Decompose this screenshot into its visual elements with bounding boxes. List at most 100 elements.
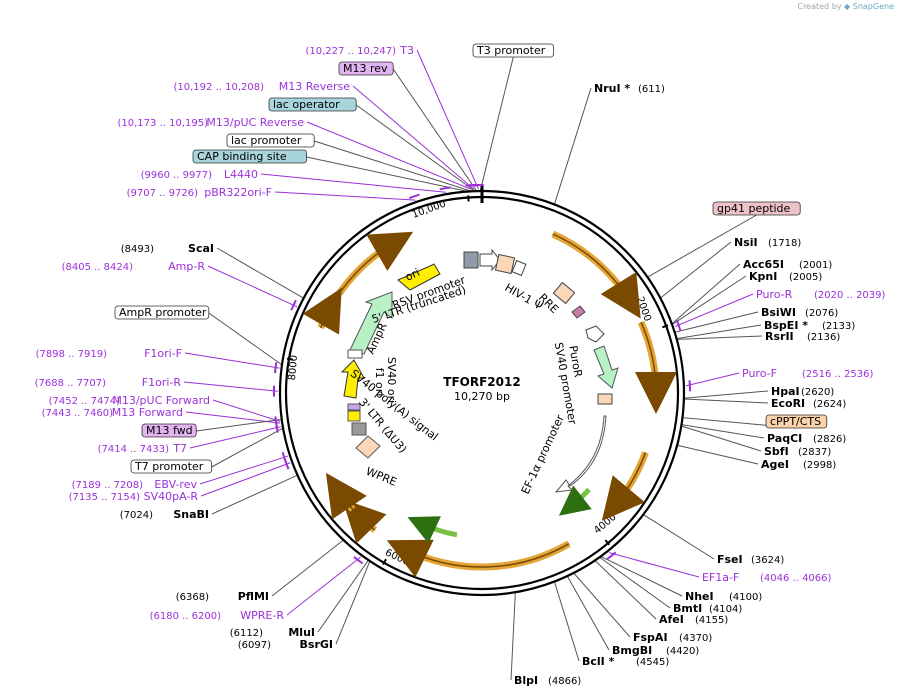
site-bmgbi-position: (4420) (666, 646, 699, 657)
plasmid-name: TFORF2012 (443, 375, 520, 389)
site-fspai-position: (4370) (679, 633, 712, 644)
inner-label-f1ori: f1 ori (373, 368, 386, 397)
ring-tick-label: 2000 (634, 295, 653, 323)
feature-label-lac-operator: lac operator (273, 98, 340, 111)
primer-ef1a-f: EF1a-F (702, 571, 739, 584)
label-leader-line (352, 85, 475, 190)
primer-ef1a-f-position: (4046 .. 4066) (760, 573, 832, 584)
feature-box-lac-promoter (226, 133, 315, 148)
primer-amp-r-position: (8405 .. 8424) (62, 262, 134, 273)
primer-m13-reverse: M13 Reverse (279, 80, 350, 93)
feature-box-cppt-cts (765, 414, 828, 429)
label-leader-line (510, 592, 516, 681)
primer-mark (275, 421, 279, 433)
site-scai-position: (8493) (121, 244, 154, 255)
ring-tick-mark (382, 558, 387, 565)
site-pflmi: PflMI (238, 590, 269, 603)
label-leader-line (314, 140, 472, 192)
primer-f1ori-f: F1ori-F (144, 347, 182, 360)
site-afei-position: (4155) (695, 615, 728, 626)
feature-arc-orange-center (614, 452, 647, 506)
site-nsii: NsiI (734, 236, 758, 249)
label-leader-line (600, 555, 683, 597)
feature-arc-orange-center (640, 321, 657, 394)
rsv-promoter-feature (479, 248, 501, 272)
primer-t3: T3 (399, 44, 414, 57)
primer-ebv-rev: EBV-rev (154, 478, 197, 491)
label-leader-line (553, 581, 580, 662)
m13-fwd-feature (347, 403, 361, 411)
primer-f1ori-r: F1ori-R (142, 376, 182, 389)
site-bcli: BclI * (582, 655, 615, 668)
feature-arc-orange (635, 320, 678, 414)
site-fspai: FspAI (633, 631, 668, 644)
gp41-feature (571, 305, 586, 319)
label-leader-line (671, 275, 747, 325)
primer-t3-position: (10,227 .. 10,247) (306, 46, 397, 57)
hiv-psi-feature (511, 259, 527, 277)
primer-l4440-position: (9960 .. 9977) (141, 170, 213, 181)
site-bsiwi-position: (2076) (805, 308, 838, 319)
feature-arc-green (558, 485, 592, 516)
feature-arc-orange-center (356, 513, 376, 531)
lac-cluster-feature (463, 251, 479, 269)
primer-mark (439, 186, 451, 191)
primer-l4440: L4440 (224, 168, 258, 181)
label-leader-line (199, 455, 289, 485)
site-ecori-position: (2624) (813, 399, 846, 410)
label-leader-line (306, 156, 469, 192)
site-snabi-position: (7024) (120, 510, 153, 521)
watermark-created-by: Created by (797, 2, 842, 11)
label-leader-line (479, 56, 514, 192)
inner-label-puror: PuroR (566, 344, 584, 378)
inner-label-ori: ori (403, 266, 421, 284)
ori-feature (397, 263, 441, 291)
label-leader-line (200, 462, 291, 497)
inner-label-sv40ori: SV40 ori (385, 357, 398, 403)
site-sbfi-position: (2837) (798, 447, 831, 458)
primer-f1ori-r-position: (7688 .. 7707) (35, 378, 107, 389)
label-leader-line (183, 381, 279, 392)
primer-mark (465, 184, 477, 187)
ampr-feature (349, 291, 393, 355)
feature-arc-orange (601, 451, 649, 521)
primer-sv40pa-r: SV40pA-R (144, 490, 199, 503)
ring-tick-mark (604, 539, 611, 546)
label-leader-line (677, 444, 759, 465)
primer-f1ori-f-position: (7898 .. 7919) (36, 349, 108, 360)
feature-box-m13-fwd (141, 423, 197, 438)
site-sbfi: SbfI (764, 445, 789, 458)
site-nrui: NruI * (594, 82, 630, 95)
site-rsrii: RsrII (765, 330, 794, 343)
primer-pbr322ori-f-position: (9707 .. 9726) (127, 188, 199, 199)
label-leader-line (416, 49, 479, 190)
ltr5-feature (494, 253, 516, 275)
site-afei: AfeI (659, 613, 684, 626)
label-leader-line (676, 324, 762, 340)
primer-mark (283, 458, 290, 470)
label-leader-line (317, 559, 369, 633)
ring-tick-label: 4000 (592, 512, 619, 537)
inner-label-wpre: WPRE (364, 465, 399, 489)
inner-label-ef1a: EF-1α promoter (519, 412, 567, 496)
site-nsii-position: (1718) (768, 238, 801, 249)
label-leader-line (674, 311, 759, 333)
primer-puro-f-position: (2516 .. 2536) (802, 369, 874, 380)
feature-arc-orange-center (552, 233, 631, 302)
site-kpni-position: (2005) (789, 272, 822, 283)
site-hpai-position: (2620) (801, 387, 834, 398)
label-leader-line (335, 560, 371, 645)
site-nhei: NheI (685, 590, 714, 603)
site-bspei: BspEI * (764, 319, 808, 332)
label-leader-line (274, 191, 416, 201)
feature-label-m13-fwd: M13 fwd (146, 424, 193, 437)
site-acc65i: Acc65I (743, 258, 784, 271)
label-leader-line (207, 265, 298, 308)
site-mlui-position: (6112) (230, 628, 263, 639)
site-rsrii-position: (2136) (807, 332, 840, 343)
primer-sv40pa-r-position: (7135 .. 7154) (69, 492, 141, 503)
plasmid-size: 10,270 bp (454, 390, 510, 403)
f1-ori-feature (340, 359, 365, 399)
puror-feature (593, 345, 619, 389)
primer-m13-forward-position: (7443 .. 7460) (42, 408, 114, 419)
